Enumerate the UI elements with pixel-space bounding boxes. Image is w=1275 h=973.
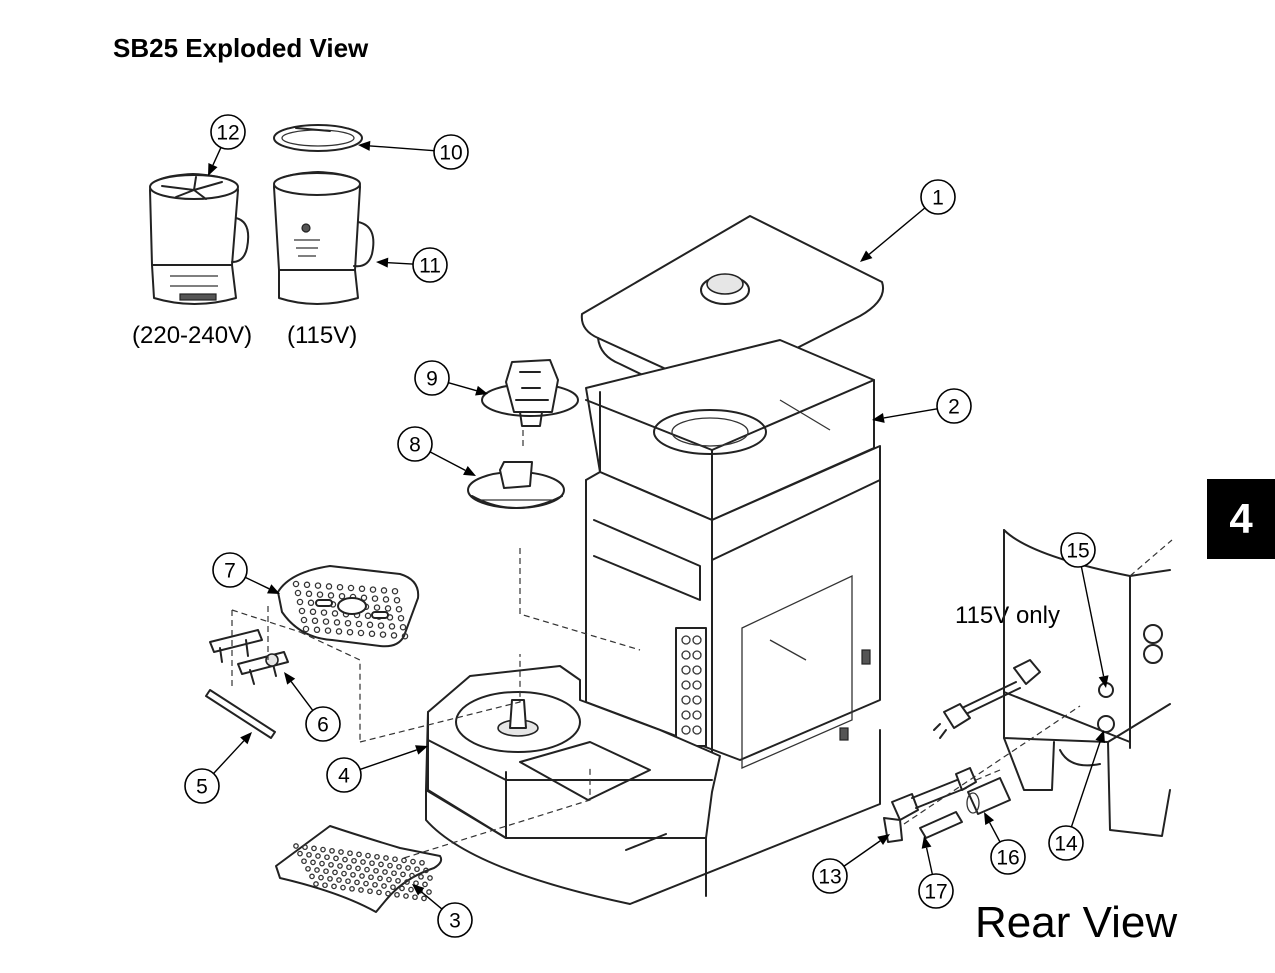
callout-number: 13 xyxy=(818,866,841,889)
callout-leader xyxy=(359,749,417,771)
callout-bubble xyxy=(990,839,1026,875)
callout-bubble xyxy=(212,552,248,588)
callout-leader xyxy=(369,145,435,152)
callout-leader xyxy=(213,740,245,775)
callout-number: 2 xyxy=(948,396,960,419)
callout-number: 8 xyxy=(409,434,421,457)
section-tab: 4 xyxy=(1207,479,1275,559)
callout-number: 4 xyxy=(338,765,350,788)
callout-arrowhead xyxy=(984,812,995,825)
callout-number: 3 xyxy=(449,910,461,933)
callout-bubble xyxy=(305,706,341,742)
callout-arrowhead xyxy=(872,413,885,423)
callout-arrowhead xyxy=(358,140,371,151)
callout-leader xyxy=(245,576,270,590)
callout-leader xyxy=(989,822,1001,843)
callout-arrowhead xyxy=(877,834,890,845)
callout-bubble xyxy=(918,873,954,909)
drip-grid-drawing xyxy=(277,565,420,648)
callout-bubble xyxy=(397,426,433,462)
main-housing-drawing xyxy=(585,445,881,769)
lid-ring-drawing xyxy=(273,124,363,152)
callout-bubble xyxy=(1060,532,1096,568)
callout-leader xyxy=(925,847,934,875)
agitator-top-drawing xyxy=(481,359,579,427)
callout-arrowhead xyxy=(208,163,218,176)
callout-bubble xyxy=(433,134,469,170)
callout-bubble xyxy=(326,757,362,793)
agitator-base-drawing xyxy=(467,461,565,509)
callout-leader xyxy=(868,207,926,255)
bracket-assembly-drawing xyxy=(205,629,289,739)
callout-number: 11 xyxy=(419,255,441,278)
callout-arrowhead xyxy=(1095,730,1105,743)
callout-leader xyxy=(883,408,938,419)
callout-arrowhead xyxy=(267,584,280,594)
callout-leader xyxy=(1070,741,1101,828)
callout-number: 14 xyxy=(1054,833,1078,856)
callout-bubble xyxy=(412,247,448,283)
callout-leader xyxy=(212,147,222,166)
callout-bubble xyxy=(210,114,246,150)
bowl-220v-drawing xyxy=(149,173,250,305)
callout-number: 5 xyxy=(196,776,208,799)
callout-leader xyxy=(448,381,477,392)
caption-115v-only: 115V only xyxy=(955,602,1060,629)
callout-number: 15 xyxy=(1066,540,1089,563)
callout-arrowhead xyxy=(412,884,425,896)
page-title: SB25 Exploded View xyxy=(113,33,369,63)
callout-leader xyxy=(420,891,443,910)
callout-arrowhead xyxy=(463,465,476,476)
rear-view-label: Rear View xyxy=(975,898,1178,947)
callout-bubble xyxy=(920,179,956,215)
callout-arrowhead xyxy=(1098,675,1109,688)
callout-bubble xyxy=(184,768,220,804)
callout-bubble xyxy=(414,360,450,396)
callout-number: 6 xyxy=(317,714,329,737)
callout-leader xyxy=(290,681,314,711)
callout-leader xyxy=(387,261,414,265)
callout-arrowhead xyxy=(284,672,296,685)
callout-leader xyxy=(429,451,466,472)
callout-arrowhead xyxy=(376,257,389,268)
callout-bubble xyxy=(936,388,972,424)
callout-bubble xyxy=(437,902,473,938)
callout-arrowhead xyxy=(475,385,488,396)
callout-number: 7 xyxy=(224,560,236,583)
callout-number: 10 xyxy=(439,142,462,165)
callout-number: 12 xyxy=(216,122,239,145)
callout-number: 16 xyxy=(996,847,1019,870)
callout-arrowhead xyxy=(240,732,252,745)
callout-number: 1 xyxy=(932,187,944,210)
callout-number: 17 xyxy=(924,881,947,904)
drip-tray-base-drawing xyxy=(425,665,881,905)
callout-bubble xyxy=(1048,825,1084,861)
bowl-115v-drawing xyxy=(273,171,375,305)
callout-number: 9 xyxy=(426,368,438,391)
drip-tray-grate-drawing xyxy=(275,825,443,913)
callout-bubble xyxy=(812,858,848,894)
callout-arrowhead xyxy=(921,836,932,849)
callout-leader xyxy=(1080,566,1105,677)
callout-arrowhead xyxy=(415,745,428,755)
caption-115v: (115V) xyxy=(287,322,358,349)
callout-leader xyxy=(843,840,881,867)
caption-220-240v: (220-240V) xyxy=(132,322,253,349)
callout-arrowhead xyxy=(860,250,873,262)
alignment-lines xyxy=(231,430,641,859)
rear-view-drawing xyxy=(883,529,1173,843)
